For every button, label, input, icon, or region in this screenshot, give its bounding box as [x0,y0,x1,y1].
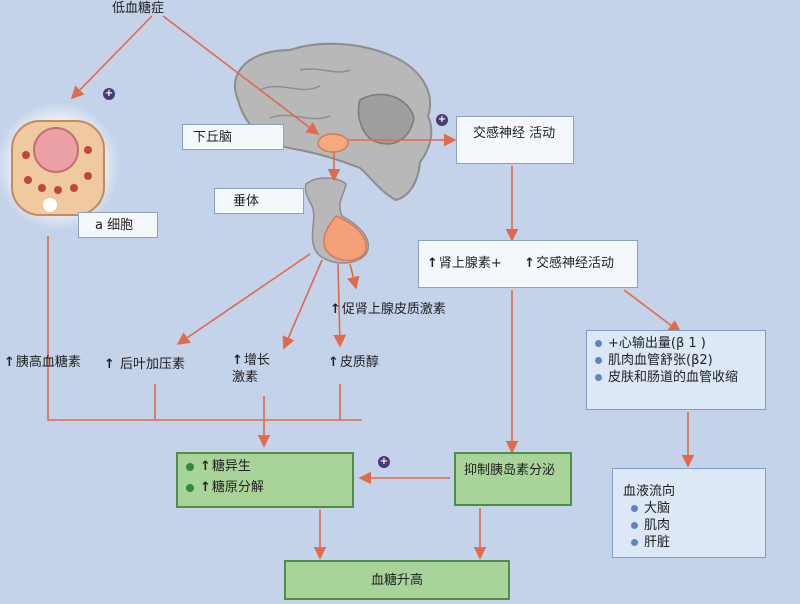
cortisol-label: ↑皮质醇 [328,355,379,370]
hypoglycemia-title: 低血糖症 [112,1,165,16]
brain-illustration [233,42,433,264]
effect-item: 肌肉血管舒张(β2) [595,352,757,369]
flow-item: 肌肉 [623,517,755,534]
flow-item: 大脑 [623,500,755,517]
bullet-icon [186,483,194,492]
sympathetic-label: 交感神经活动 [536,256,615,271]
bullet-icon [631,539,638,546]
acth-label: ↑促肾上腺皮质激素 [330,302,446,317]
up-arrow-icon: ↑ [524,256,535,271]
bullet-icon [186,462,194,471]
glucagon-label: ↑胰高血糖素 [4,355,81,370]
bullet-icon [595,357,602,364]
bullet-icon [595,374,602,381]
adrenaline-label: 肾上腺素+ [438,256,502,271]
sympathetic-activity-box: 交感神经 活动 [456,116,574,164]
insulin-inhibition-box: 抑制胰岛素分泌 [454,452,572,506]
flow-item: 肝脏 [623,534,755,551]
alpha-cell-label: a 细胞 [78,212,158,238]
pituitary-label: 垂体 [214,188,304,214]
effects-box: +心输出量(β 1 ) 肌肉血管舒张(β2) 皮肤和肠道的血管收缩 [586,330,766,410]
blood-flow-box: 血液流向 大脑 肌肉 肝脏 [612,468,766,558]
plus-sign-insulin: + [378,456,390,468]
liver-item: ↑糖原分解 [186,479,344,496]
bullet-icon [631,522,638,529]
plus-sign-sympathetic: + [436,114,448,126]
alpha-cell-illustration [0,102,120,230]
effect-item: +心输出量(β 1 ) [595,335,757,352]
growth-hormone-label: ↑增长激素 [232,353,270,385]
vasopressin-label: ↑ 后叶加压素 [104,357,186,372]
connector-arrows [47,15,695,560]
hypothalamus-label: 下丘脑 [182,124,284,150]
liver-effects-box: ↑糖异生 ↑糖原分解 [176,452,354,508]
effect-item: 皮肤和肠道的血管收缩 [595,369,757,386]
up-arrow-icon: ↑ [427,256,438,271]
blood-glucose-rise-box: 血糖升高 [284,560,510,600]
blood-flow-title: 血液流向 [623,484,676,499]
plus-sign-alpha: + [103,88,115,100]
bullet-icon [595,340,602,347]
adrenaline-sympathetic-box: ↑肾上腺素+ ↑交感神经活动 [418,240,638,288]
liver-item: ↑糖异生 [186,458,344,475]
bullet-icon [631,505,638,512]
